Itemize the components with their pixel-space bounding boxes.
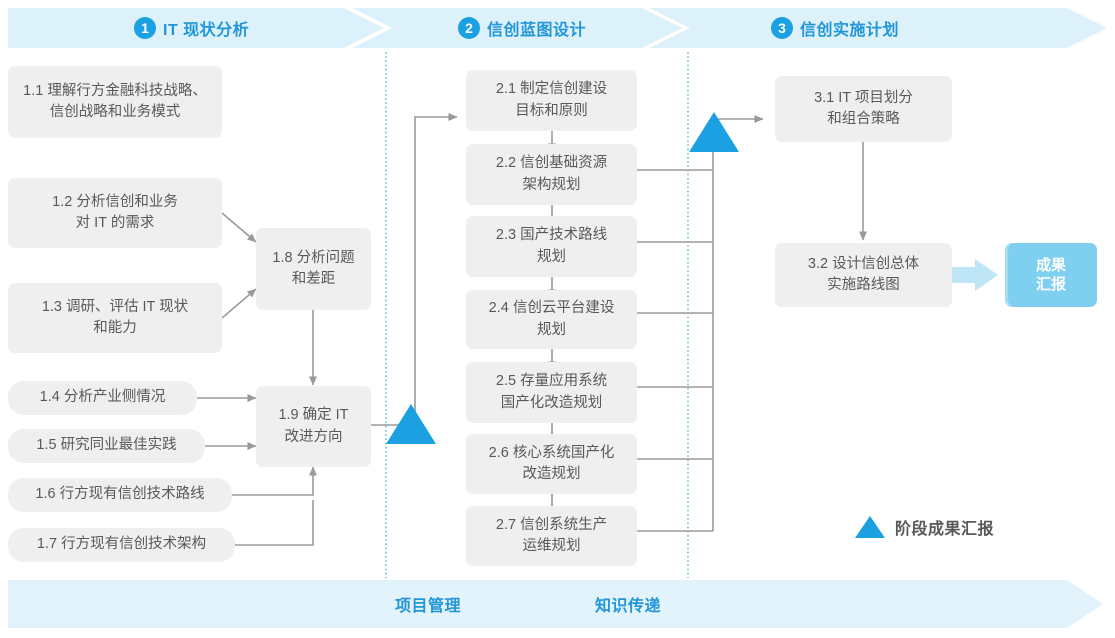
node-1-5-label: 1.5 研究同业最佳实践 (36, 437, 177, 454)
node-3-1-label: 3.1 IT 项目划分和组合策略 (814, 89, 913, 127)
node-1-2-label: 1.2 分析信创和业务对 IT 的需求 (52, 193, 178, 231)
node-2-1[interactable]: 2.1 制定信创建设目标和原则 (466, 70, 637, 131)
phase-header-1[interactable]: 1 IT 现状分析 (134, 16, 249, 40)
legend-label: 阶段成果汇报 (895, 521, 995, 538)
node-1-3[interactable]: 1.3 调研、评估 IT 现状和能力 (8, 283, 222, 353)
node-1-8-label: 1.8 分析问题和差距 (272, 249, 355, 287)
node-1-1-label: 1.1 理解行方金融科技战略、信创战略和业务模式 (23, 82, 207, 120)
phase-number-2: 2 (458, 17, 480, 39)
node-1-4[interactable]: 1.4 分析产业侧情况 (8, 381, 197, 415)
milestone-marker-phase2 (689, 112, 739, 152)
node-2-7-label: 2.7 信创系统生产运维规划 (495, 516, 608, 554)
node-1-5[interactable]: 1.5 研究同业最佳实践 (8, 429, 205, 463)
node-1-4-label: 1.4 分析产业侧情况 (39, 389, 166, 406)
node-2-3[interactable]: 2.3 国产技术路线规划 (466, 216, 637, 277)
phase-title-2: 信创蓝图设计 (487, 22, 587, 39)
node-2-5[interactable]: 2.5 存量应用系统国产化改造规划 (466, 362, 637, 423)
node-1-8[interactable]: 1.8 分析问题和差距 (256, 228, 371, 310)
node-2-6[interactable]: 2.6 核心系统国产化改造规划 (466, 434, 637, 494)
triangle-marker-icon (855, 516, 885, 538)
footer-bar: 项目管理 知识传递 (8, 578, 1107, 630)
phase-number-3: 3 (771, 17, 793, 39)
result-arrow-icon (948, 259, 998, 291)
node-2-4[interactable]: 2.4 信创云平台建设规划 (466, 290, 637, 349)
node-1-1[interactable]: 1.1 理解行方金融科技战略、信创战略和业务模式 (8, 66, 222, 138)
legend-milestone: 阶段成果汇报 (855, 515, 994, 539)
node-3-1[interactable]: 3.1 IT 项目划分和组合策略 (775, 76, 952, 142)
result-report-label: 成果汇报 (1035, 256, 1066, 294)
node-2-3-label: 2.3 国产技术路线规划 (495, 227, 608, 265)
node-3-2[interactable]: 3.2 设计信创总体实施路线图 (775, 243, 952, 307)
phase-title-1: IT 现状分析 (163, 22, 250, 39)
node-1-3-label: 1.3 调研、评估 IT 现状和能力 (41, 298, 189, 336)
node-2-6-label: 2.6 核心系统国产化改造规划 (488, 444, 615, 482)
phase-header-3[interactable]: 3 信创实施计划 (771, 16, 899, 40)
node-1-7-label: 1.7 行方现有信创技术架构 (36, 536, 207, 553)
footer-label-project-management[interactable]: 项目管理 (395, 598, 462, 615)
result-report-box[interactable]: 成果汇报 (1005, 243, 1097, 307)
node-3-2-label: 3.2 设计信创总体实施路线图 (807, 255, 920, 293)
node-1-6[interactable]: 1.6 行方现有信创技术路线 (8, 478, 232, 512)
node-1-7[interactable]: 1.7 行方现有信创技术架构 (8, 528, 235, 562)
node-2-2-label: 2.2 信创基础资源架构规划 (495, 155, 608, 193)
phase-header-2[interactable]: 2 信创蓝图设计 (458, 16, 586, 40)
phase-number-1: 1 (134, 17, 156, 39)
milestone-marker-phase1 (386, 404, 436, 444)
node-2-1-label: 2.1 制定信创建设目标和原则 (495, 81, 608, 119)
phase-title-3: 信创实施计划 (800, 22, 900, 39)
node-2-7[interactable]: 2.7 信创系统生产运维规划 (466, 506, 637, 566)
node-1-2[interactable]: 1.2 分析信创和业务对 IT 的需求 (8, 178, 222, 248)
footer-label-knowledge-transfer[interactable]: 知识传递 (595, 598, 662, 615)
phase-header-bar: 1 IT 现状分析 2 信创蓝图设计 3 信创实施计划 (8, 8, 1107, 48)
node-2-4-label: 2.4 信创云平台建设规划 (488, 300, 615, 338)
node-1-6-label: 1.6 行方现有信创技术路线 (35, 486, 205, 503)
node-2-2[interactable]: 2.2 信创基础资源架构规划 (466, 144, 637, 205)
node-2-5-label: 2.5 存量应用系统国产化改造规划 (495, 373, 608, 411)
